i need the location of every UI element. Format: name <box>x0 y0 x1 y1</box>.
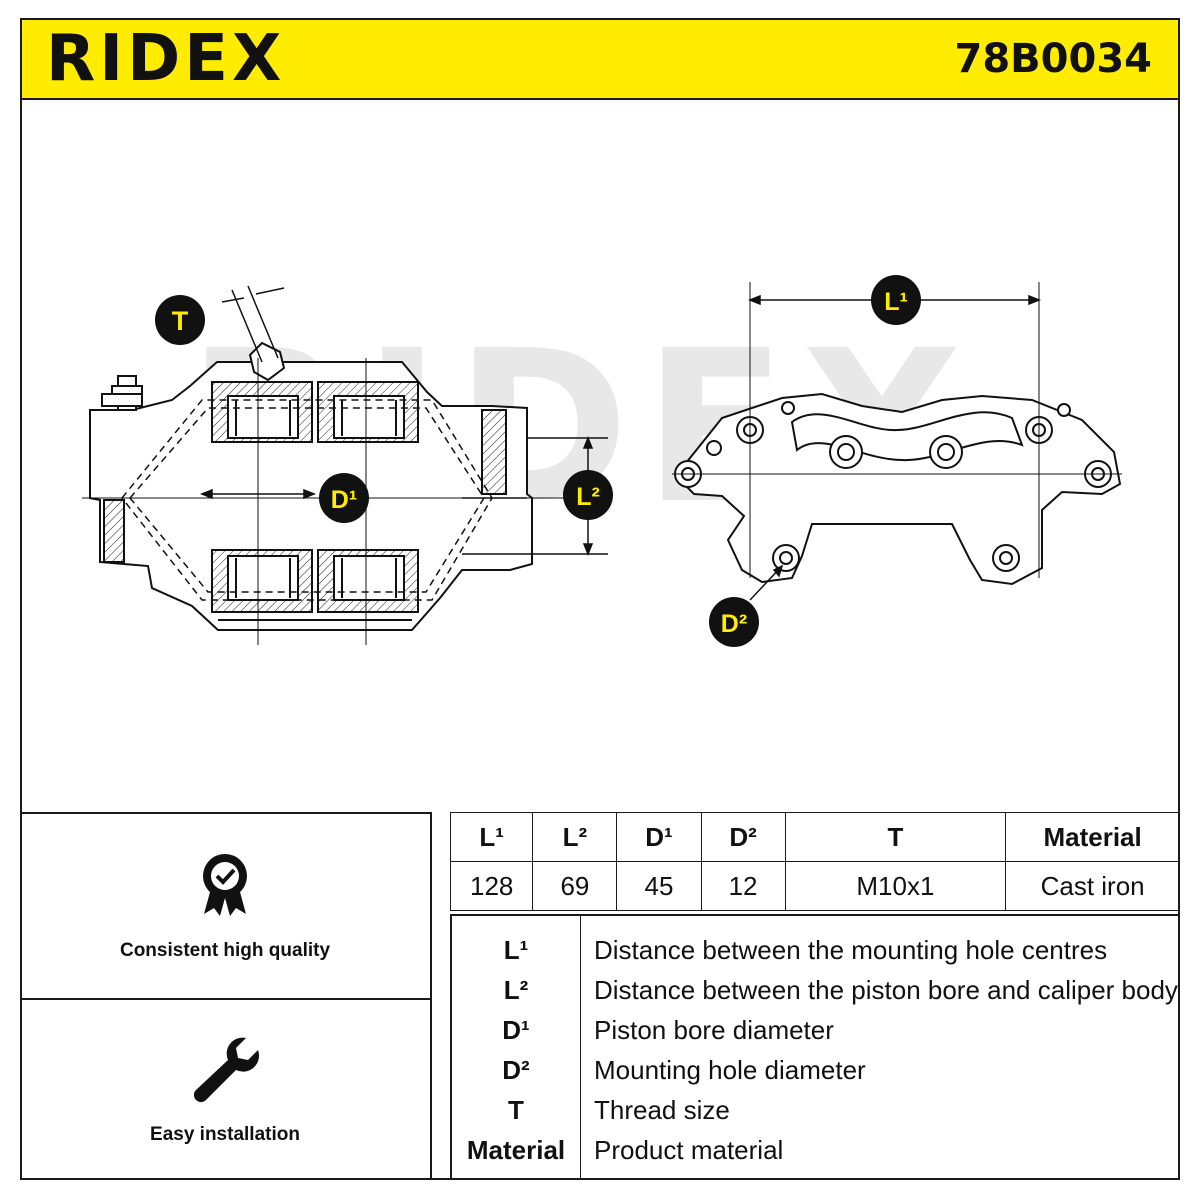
legend-row: L¹ Distance between the mounting hole ce… <box>452 930 1182 970</box>
spec-header-row: L¹ L² D¹ D² T Material <box>449 812 1180 862</box>
spec-value-cell: 69 <box>532 861 618 911</box>
legend-key: T <box>508 1094 524 1125</box>
legend-description: Product material <box>594 1134 784 1165</box>
callout-L1-label: L¹ <box>884 288 908 316</box>
legend-key: D² <box>502 1054 530 1085</box>
legend-separator <box>580 916 581 1180</box>
legend-description: Distance between the mounting hole centr… <box>594 934 1108 965</box>
legend-description: Thread size <box>594 1094 730 1125</box>
callout-L2: L² <box>563 470 613 520</box>
legend-row: L² Distance between the piston bore and … <box>452 970 1182 1010</box>
spec-value-cell: 12 <box>700 861 786 911</box>
legend-description: Distance between the piston bore and cal… <box>594 974 1178 1005</box>
feature-quality: Consistent high quality <box>20 814 430 998</box>
spec-header-cell: L² <box>532 812 618 862</box>
spec-header-cell: Material <box>1005 812 1180 862</box>
spec-table: L¹ L² D¹ D² T Material 128 69 45 12 M10x… <box>449 812 1180 911</box>
callout-L1: L¹ <box>871 275 921 325</box>
spec-value-cell: 128 <box>449 861 534 911</box>
spec-value-row: 128 69 45 12 M10x1 Cast iron <box>449 861 1180 911</box>
brand-logo-text: RIDEX <box>46 22 286 96</box>
spec-value-cell: 45 <box>616 861 702 911</box>
legend-key: L² <box>503 974 529 1005</box>
spec-value-cell: M10x1 <box>784 861 1007 911</box>
legend-key: L¹ <box>503 934 529 965</box>
quality-badge-icon <box>200 852 250 923</box>
legend-row: D¹ Piston bore diameter <box>452 1010 1182 1050</box>
caliper-front-view <box>672 282 1122 586</box>
feature-installation-label: Easy installation <box>150 1124 300 1145</box>
spec-header-cell: T <box>784 812 1007 862</box>
feature-installation: Easy installation <box>20 998 430 1182</box>
dimension-D2 <box>749 564 784 601</box>
part-number: 78B0034 <box>954 36 1152 82</box>
feature-divider <box>20 998 430 1000</box>
legend-row: D² Mounting hole diameter <box>452 1050 1182 1090</box>
callout-T: T <box>155 295 205 345</box>
callout-T-label: T <box>172 306 189 336</box>
legend-table: L¹ Distance between the mounting hole ce… <box>450 914 1180 1180</box>
spec-header-cell: D² <box>700 812 786 862</box>
header-bar: RIDEX 78B0034 <box>20 18 1180 100</box>
callout-D1-label: D¹ <box>331 486 357 514</box>
info-section: Consistent high quality Easy installatio… <box>20 812 1180 1180</box>
dimension-D1 <box>199 488 317 500</box>
wrench-icon <box>190 1034 260 1109</box>
brand-logo: RIDEX <box>46 20 285 98</box>
legend-description: Mounting hole diameter <box>594 1054 866 1085</box>
callout-D1: D¹ <box>319 473 369 523</box>
legend-description: Piston bore diameter <box>594 1014 834 1045</box>
feature-quality-label: Consistent high quality <box>119 940 331 961</box>
features-panel: Consistent high quality Easy installatio… <box>20 812 432 1180</box>
spec-header-cell: L¹ <box>449 812 534 862</box>
spec-header-cell: D¹ <box>616 812 702 862</box>
spec-value-cell: Cast iron <box>1005 861 1180 911</box>
legend-row: Material Product material <box>452 1130 1182 1170</box>
legend-row: T Thread size <box>452 1090 1182 1130</box>
legend-key: Material <box>466 1134 566 1165</box>
legend-key: D¹ <box>502 1014 530 1045</box>
dimension-T <box>221 285 285 363</box>
callout-D2: D² <box>709 597 759 647</box>
technical-drawing: RIDEX <box>22 100 1178 812</box>
callout-D2-label: D² <box>721 610 747 638</box>
callout-L2-label: L² <box>576 483 600 511</box>
